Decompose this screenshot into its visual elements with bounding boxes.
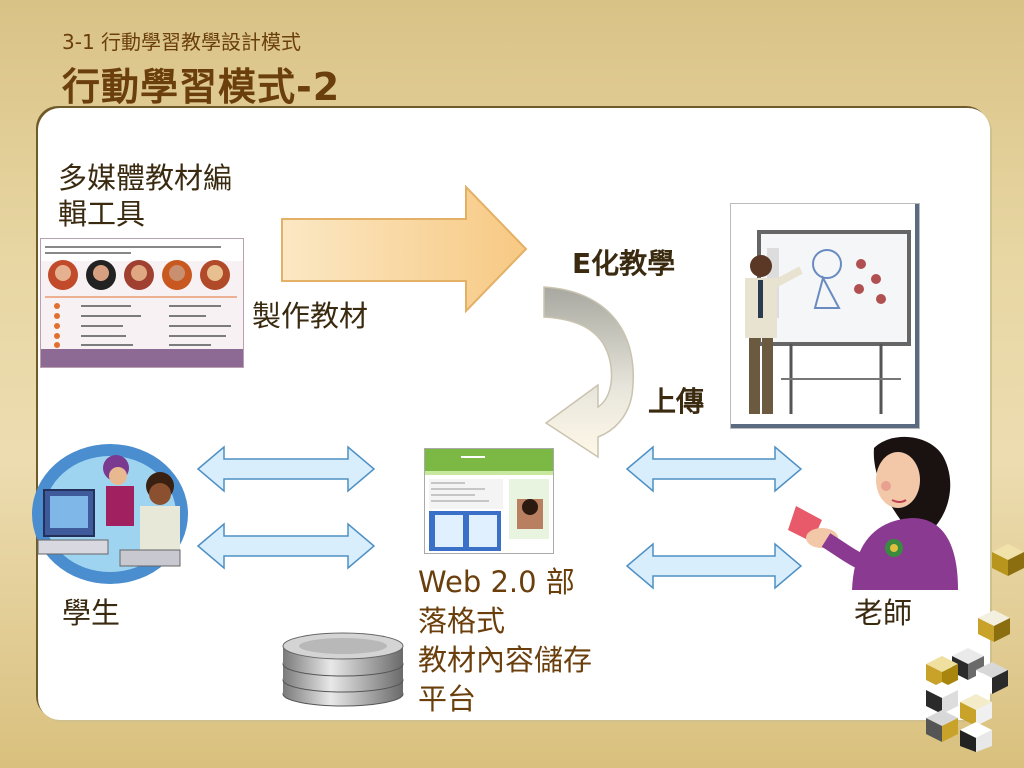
teacher-label: 老師 <box>854 596 913 630</box>
platform-label-line3: 教材內容儲存 <box>418 643 593 677</box>
blog-image <box>425 449 553 551</box>
students-computer-clipart <box>30 440 190 588</box>
teacher-whiteboard-photo <box>730 203 920 429</box>
student-label: 學生 <box>62 596 121 630</box>
double-arrow-icon <box>196 445 376 493</box>
cube-decoration-icon <box>926 544 1024 752</box>
slide-subtitle: 3-1 行動學習教學設計模式 <box>62 30 302 54</box>
tool-label: 多媒體教材編 輯工具 <box>58 160 232 232</box>
curved-arrow-icon <box>543 286 634 459</box>
platform-label-line2: 落格式 <box>418 604 506 638</box>
tool-label-line1: 多媒體教材編 <box>58 161 233 195</box>
make-material-label: 製作教材 <box>252 299 369 333</box>
e-teaching-label: E化教學 <box>572 247 676 280</box>
database-icon <box>282 632 404 707</box>
double-arrow-icon <box>625 542 803 590</box>
students-image <box>32 444 188 584</box>
teacher-clipart <box>782 430 960 590</box>
platform-label-line1: Web 2.0 部 <box>418 565 575 599</box>
tool-label-line2: 輯工具 <box>58 197 146 231</box>
double-arrow-icon <box>625 445 803 493</box>
whiteboard-image <box>731 204 919 428</box>
worksheet-screenshot <box>40 238 244 368</box>
platform-label-line4: 平台 <box>418 682 477 716</box>
teacher-image <box>788 436 958 590</box>
platform-label: Web 2.0 部 落格式 教材內容儲存 平台 <box>418 563 592 719</box>
worksheet-image <box>41 239 243 367</box>
blog-screenshot <box>424 448 554 554</box>
slide-title: 行動學習模式-2 <box>62 65 341 109</box>
double-arrow-icon <box>196 522 376 570</box>
upload-label: 上傳 <box>648 385 705 418</box>
right-arrow-icon <box>281 185 528 313</box>
